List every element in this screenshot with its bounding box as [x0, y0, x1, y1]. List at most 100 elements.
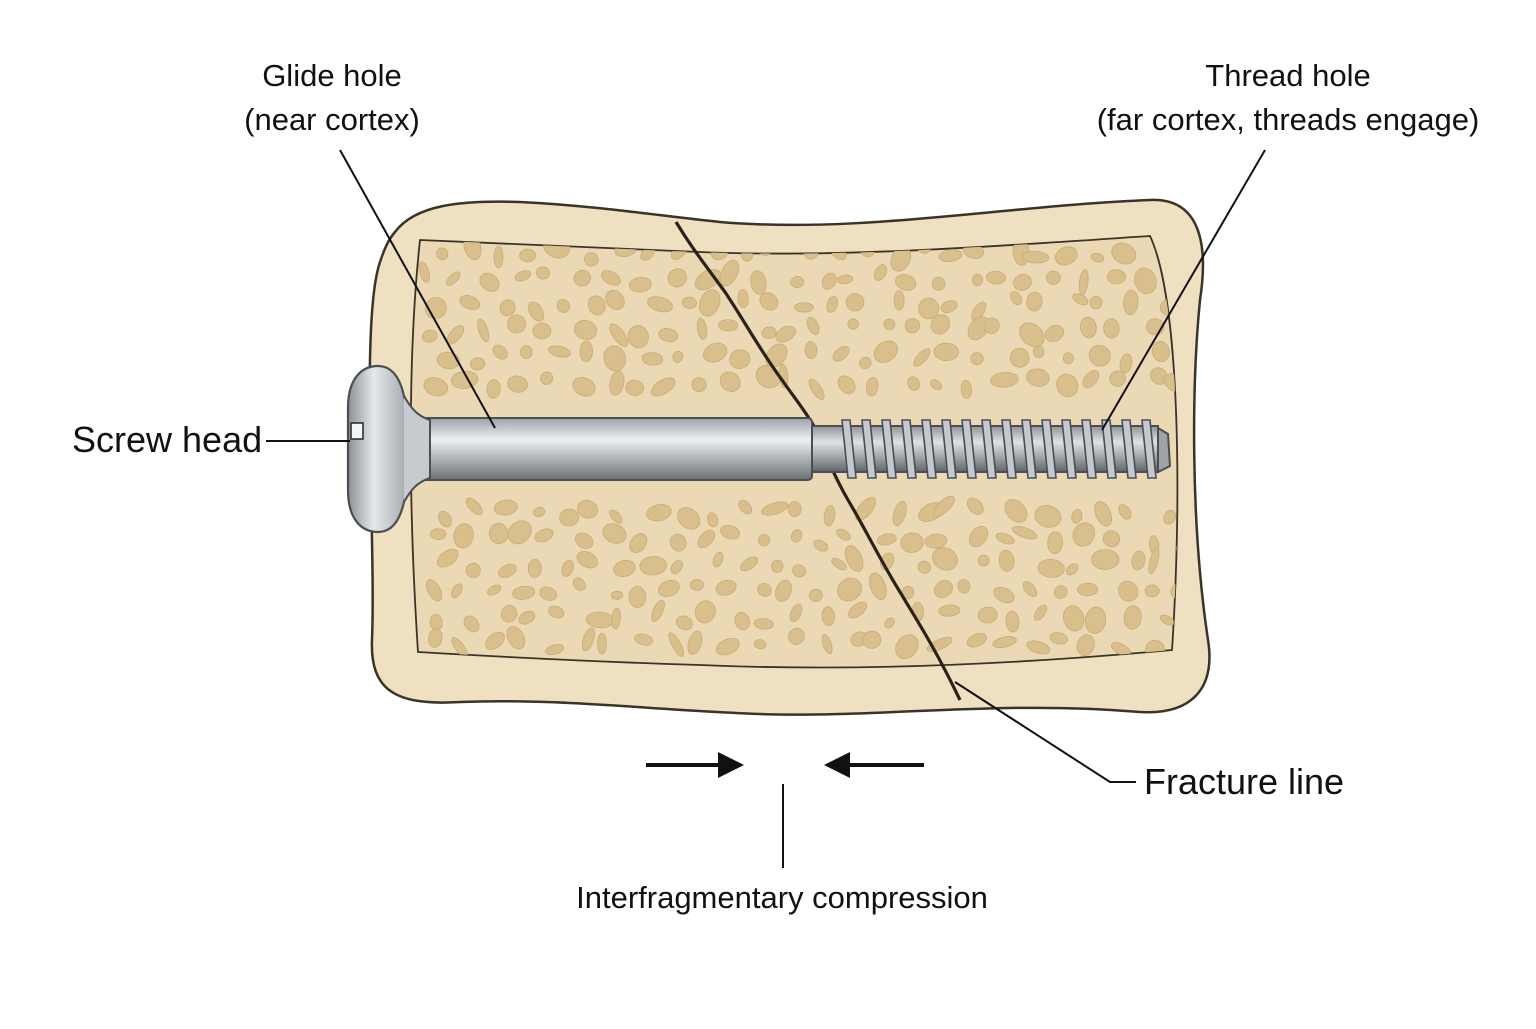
pore	[876, 533, 897, 546]
pore	[499, 299, 516, 317]
pore	[854, 497, 877, 521]
pore	[613, 559, 636, 578]
pore	[487, 584, 502, 596]
pore	[597, 632, 607, 655]
pore	[971, 273, 984, 287]
pore	[893, 290, 905, 311]
trabecular-pores	[418, 236, 1178, 660]
pore	[787, 501, 802, 518]
pore	[957, 579, 971, 594]
pore	[573, 269, 591, 287]
pore	[790, 276, 805, 289]
pore	[1065, 563, 1079, 576]
pore	[1037, 559, 1065, 578]
pore	[696, 317, 708, 340]
pore	[1032, 345, 1045, 359]
pore	[1022, 581, 1038, 597]
pore	[694, 600, 716, 624]
pore	[960, 380, 972, 399]
pore	[1071, 509, 1083, 524]
pore	[500, 605, 518, 623]
pore	[788, 627, 805, 645]
pore	[572, 577, 586, 592]
pore	[1045, 270, 1061, 285]
pore	[423, 377, 449, 397]
pore	[610, 590, 624, 600]
pore	[658, 579, 680, 597]
glide-hole-leader	[339, 149, 496, 429]
pore	[1019, 322, 1045, 348]
pore	[932, 547, 958, 571]
pore	[1056, 373, 1079, 398]
pore	[581, 627, 596, 652]
thread-ridge	[841, 419, 857, 479]
hex-drive-icon	[350, 422, 364, 440]
pore	[794, 302, 814, 313]
pore	[1062, 352, 1074, 365]
pore	[753, 618, 774, 630]
pore	[548, 345, 571, 358]
pore	[913, 348, 931, 367]
pore	[790, 529, 803, 543]
pore	[691, 377, 707, 393]
pore	[837, 375, 856, 395]
pore	[1026, 640, 1051, 655]
pore	[641, 352, 664, 366]
pore	[808, 378, 825, 400]
pore	[627, 325, 649, 349]
thread-ridge	[861, 419, 877, 479]
pore	[520, 345, 533, 359]
pore	[734, 612, 751, 631]
pore	[933, 342, 959, 362]
pore	[738, 499, 753, 515]
pore	[900, 532, 924, 553]
pore	[895, 274, 917, 291]
screw	[346, 364, 1172, 534]
arrow-left-icon	[824, 752, 924, 778]
glide-hole-label-line1: Glide hole	[262, 58, 402, 93]
pore	[892, 500, 907, 527]
pore	[485, 631, 505, 650]
pore	[1088, 344, 1111, 367]
pore	[1094, 501, 1113, 527]
pore	[540, 371, 554, 385]
pore	[985, 270, 1006, 285]
pore	[895, 634, 919, 659]
pore	[1005, 610, 1020, 633]
pore	[681, 296, 697, 309]
pore	[507, 314, 527, 334]
pore	[1151, 341, 1170, 363]
pore	[672, 350, 684, 363]
pore	[977, 554, 990, 567]
pore	[931, 276, 946, 291]
pore	[609, 509, 623, 524]
pore	[697, 529, 716, 549]
pore	[651, 599, 665, 622]
thread-hole-label-line1: Thread hole	[1205, 58, 1371, 93]
pore	[1013, 273, 1032, 291]
pore	[832, 345, 850, 362]
pore	[667, 268, 687, 288]
pore	[904, 318, 921, 334]
pore	[737, 289, 749, 309]
pore	[492, 344, 508, 360]
pore	[534, 528, 554, 543]
pore	[869, 572, 887, 601]
pore	[990, 372, 1019, 388]
thread-hole-label: Thread hole (far cortex, threads engage)	[1097, 54, 1480, 142]
pore	[628, 586, 647, 608]
pore	[715, 579, 737, 596]
pore	[821, 272, 837, 290]
pore	[628, 277, 652, 293]
pore	[753, 639, 767, 650]
pore	[836, 274, 854, 285]
pore	[677, 507, 701, 530]
pore	[1049, 632, 1068, 645]
pore	[1004, 499, 1028, 523]
pore	[430, 528, 447, 540]
pore	[826, 295, 839, 313]
thread-ridge	[1081, 419, 1097, 479]
pore	[883, 318, 896, 330]
thread-ridge	[1121, 419, 1137, 479]
